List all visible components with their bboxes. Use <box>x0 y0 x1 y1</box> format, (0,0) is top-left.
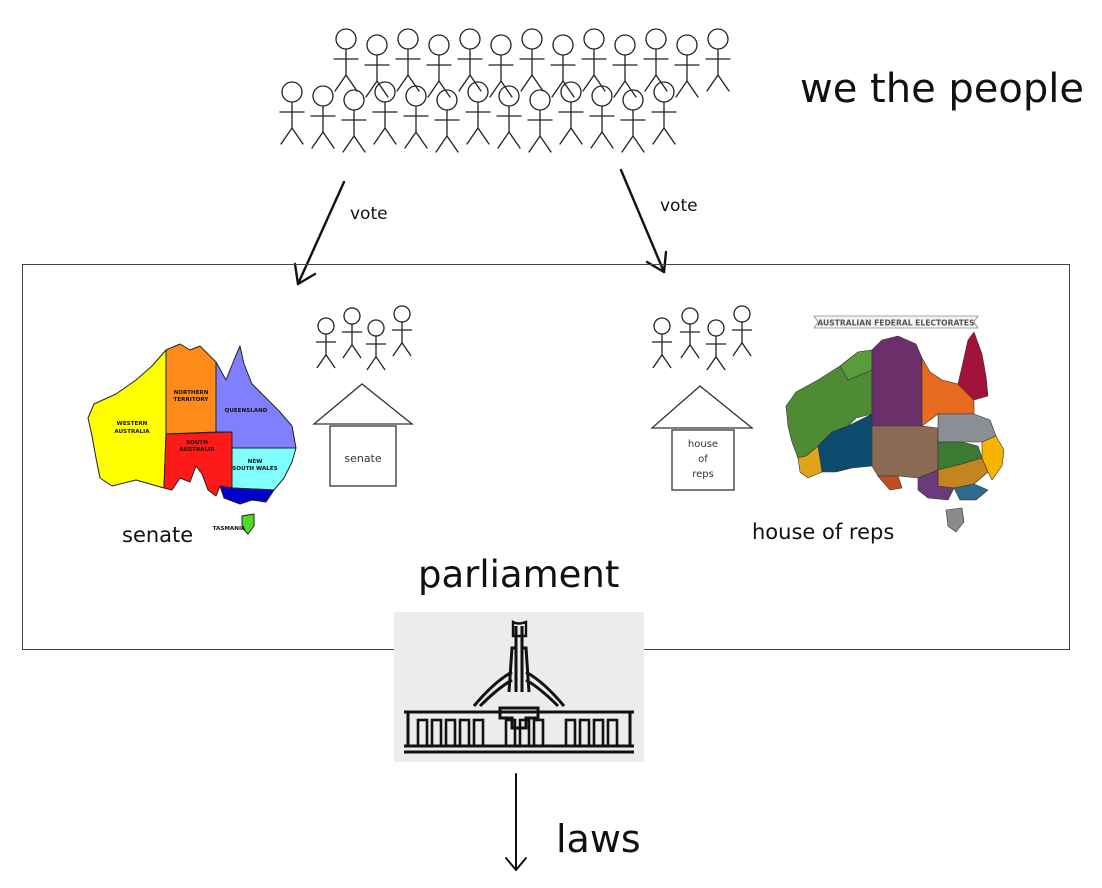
electorate-maranoa <box>937 413 997 443</box>
stick-figure <box>341 89 367 153</box>
vote-label-right: vote <box>660 196 698 216</box>
parliament-pillar <box>444 718 457 748</box>
stick-figure <box>372 81 398 145</box>
vote-label-left: vote <box>350 204 388 224</box>
stick-figure <box>674 34 700 98</box>
electorate-leichhardt <box>957 331 989 401</box>
electorate-grey <box>871 425 939 479</box>
parliament-pillar <box>458 718 471 748</box>
parliament-house-icon <box>394 612 644 762</box>
stick-figure <box>589 85 615 149</box>
stick-figure <box>643 28 669 92</box>
stick-figure <box>612 34 638 98</box>
electorate-east-coast <box>981 435 1005 481</box>
representative-figure <box>679 307 701 359</box>
representative-figure <box>651 317 673 369</box>
map-label-tas: TASMANIA <box>213 526 246 532</box>
senator-figure <box>365 319 387 371</box>
stick-figure <box>651 81 677 145</box>
map-label-sa: SOUTH <box>186 440 208 446</box>
laws-arrow <box>505 773 527 871</box>
electorate-lingiari <box>871 335 923 427</box>
senate-label: senate <box>122 523 194 547</box>
svg-text:TERRITORY: TERRITORY <box>174 397 210 403</box>
senate-house-label: senate <box>344 452 382 465</box>
federal-electorates-map: AUSTRALIAN FEDERAL ELECTORATES <box>785 315 1005 533</box>
right-vote-arrow <box>619 168 668 274</box>
stick-figure <box>403 85 429 149</box>
parliament-pillar <box>606 718 619 748</box>
stick-figure <box>333 28 359 92</box>
representative-figure <box>731 305 753 357</box>
stick-figure <box>620 89 646 153</box>
stick-figure <box>465 81 491 145</box>
svg-text:AUSTRALIA: AUSTRALIA <box>114 429 150 435</box>
map-region-tas <box>241 513 255 535</box>
reps-house-label-line-2: of <box>698 454 708 465</box>
electorate-gippsland <box>953 483 989 501</box>
stick-figure <box>488 34 514 98</box>
map-banner-text: AUSTRALIAN FEDERAL ELECTORATES <box>817 319 974 328</box>
stick-figure <box>310 85 336 149</box>
map-label-nt: NORTHERN <box>174 390 209 396</box>
senate-senators-and-house-sketch: senate <box>312 305 414 487</box>
map-label-nsw: NEW <box>248 459 263 465</box>
map-label-qld: QUEENSLAND <box>225 408 268 414</box>
electorate-wa-southwest <box>797 445 823 479</box>
senator-figure <box>315 317 337 369</box>
stick-figure <box>496 85 522 149</box>
stick-figure <box>519 28 545 92</box>
stick-figure <box>395 28 421 92</box>
parliament-pillar <box>564 718 577 748</box>
reps-label: house of reps <box>752 520 895 544</box>
parliament-pillar <box>472 718 485 748</box>
stick-figure <box>527 89 553 153</box>
stick-figure <box>558 81 584 145</box>
svg-text:AUSTRALIA: AUSTRALIA <box>179 447 215 453</box>
parliament-pillar <box>504 718 517 748</box>
stick-figure <box>279 81 305 145</box>
laws-label: laws <box>556 817 641 861</box>
electorate-tasmania <box>945 507 965 533</box>
reps-house-label-line-1: house <box>688 439 718 450</box>
crowd-of-people-illustration <box>279 28 731 153</box>
parliament-pillar <box>416 718 429 748</box>
representative-figure <box>705 319 727 371</box>
map-banner: AUSTRALIAN FEDERAL ELECTORATES <box>813 315 979 329</box>
parliament-pillar <box>430 718 443 748</box>
stick-figure <box>550 34 576 98</box>
stick-figure <box>581 28 607 92</box>
senate-states-map: WESTERN AUSTRALIA NORTHERN TERRITORY QUE… <box>87 343 297 535</box>
electorate-mallee <box>917 469 955 501</box>
parliament-pillar <box>592 718 605 748</box>
stick-figure <box>457 28 483 92</box>
map-region-nt <box>165 343 217 435</box>
stick-figure <box>705 28 731 92</box>
senator-figure <box>341 307 363 359</box>
electorate-sa-coast <box>877 475 903 491</box>
reps-members-and-house-sketch: house of reps <box>650 305 754 491</box>
reps-house-label-line-3: reps <box>692 469 714 480</box>
parliament-pillar <box>518 718 531 748</box>
stick-figure <box>426 34 452 98</box>
stick-figure <box>434 89 460 153</box>
parliament-pillar <box>578 718 591 748</box>
parliament-pillar <box>532 718 545 748</box>
parliament-title: parliament <box>418 553 620 596</box>
map-region-wa <box>87 349 167 489</box>
senator-figure <box>391 305 413 357</box>
svg-text:SOUTH WALES: SOUTH WALES <box>232 466 277 472</box>
stick-figure <box>364 34 390 98</box>
people-label: we the people <box>800 66 1084 112</box>
map-label-wa: WESTERN <box>117 421 148 427</box>
map-region-vic <box>219 485 275 505</box>
